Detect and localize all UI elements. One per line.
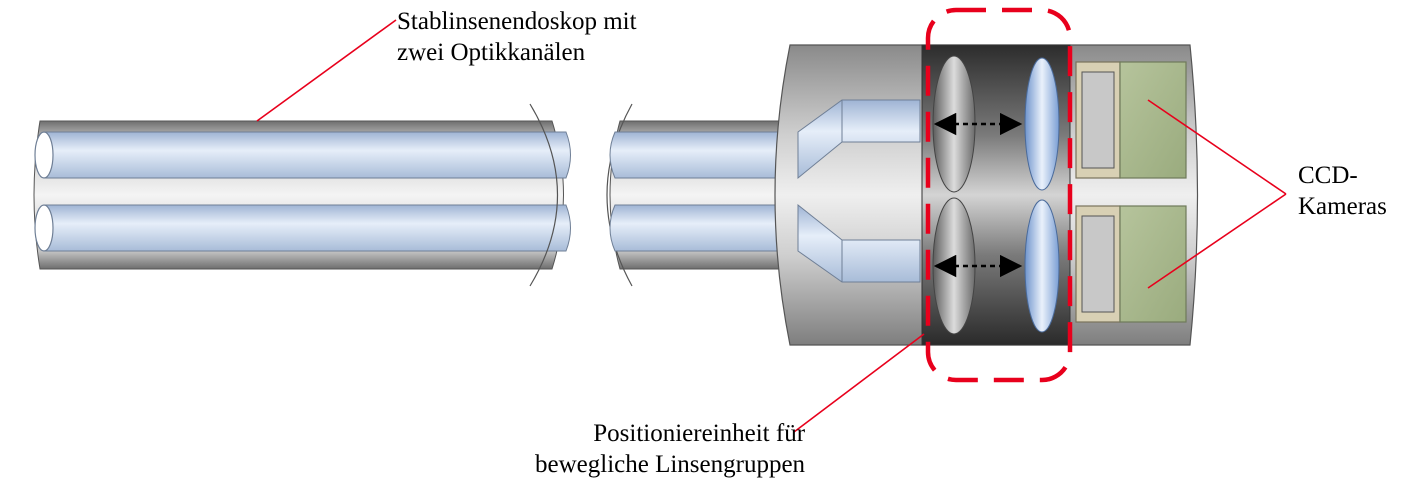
endoscope-shaft-left xyxy=(33,103,571,287)
label-ccd-cameras: CCD- Kameras xyxy=(1298,160,1387,222)
leader-line-endoscope xyxy=(256,19,397,122)
ccd-camera-bottom xyxy=(1075,205,1187,323)
optic-channel-top-left xyxy=(43,131,571,179)
label-positioning-unit: Positioniereinheit für bewegliche Linsen… xyxy=(535,418,805,480)
label-endoscope-line1: Stablinsenendoskop mit xyxy=(397,8,637,35)
ccd-camera-top xyxy=(1075,61,1187,179)
fixed-lens-bottom xyxy=(1024,199,1060,333)
label-ccd-line1: CCD- xyxy=(1298,162,1358,189)
optic-channel-bottom-right xyxy=(609,204,801,252)
optic-channel-bottom-left xyxy=(43,204,571,252)
fixed-lens-top xyxy=(1024,57,1060,191)
label-endoscope: Stablinsenendoskop mit zwei Optikkanälen xyxy=(397,6,637,68)
label-positioning-line1: Positioniereinheit für xyxy=(593,420,806,447)
optic-channel-top-right xyxy=(609,131,801,179)
positioning-unit-highlight xyxy=(925,7,1073,383)
label-ccd-line2: Kameras xyxy=(1298,193,1387,220)
endoscope-shaft-right xyxy=(606,103,801,287)
positioning-unit xyxy=(921,44,1071,346)
leader-line-ccd-top xyxy=(1147,99,1287,195)
label-endoscope-line2: zwei Optikkanälen xyxy=(397,39,586,66)
label-positioning-line2: bewegliche Linsengruppen xyxy=(535,451,806,478)
leader-line-positioning xyxy=(793,333,925,433)
leader-line-ccd-bottom xyxy=(1147,193,1287,289)
